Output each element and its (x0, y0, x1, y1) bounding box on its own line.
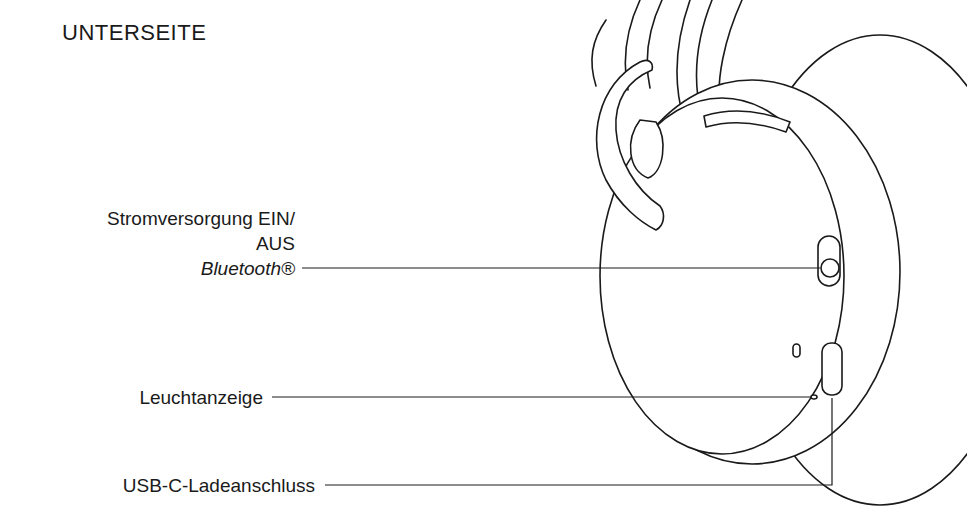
part-label: Leuchtanzeige (137, 385, 263, 410)
headband (647, 0, 662, 88)
part-label: USB-C-Ladeanschluss (120, 473, 315, 498)
leader-line (325, 398, 832, 485)
top-button (704, 111, 790, 132)
microphone-boom (592, 20, 606, 86)
leader-line (302, 267, 820, 268)
switch-knob (821, 259, 839, 277)
part-label: Stromversorgung EIN/ AUS (101, 206, 295, 256)
indicator-light (811, 395, 817, 399)
mic-hole (793, 344, 800, 357)
microphone-boom (597, 60, 664, 230)
section-title: UNTERSEITE (62, 20, 206, 45)
ear-cup-face (600, 98, 844, 454)
power-switch (818, 236, 840, 286)
mic-pivot (631, 120, 663, 178)
part-label: Bluetooth® (198, 256, 295, 281)
leader-line (272, 396, 810, 397)
usb-c-port (822, 343, 842, 395)
